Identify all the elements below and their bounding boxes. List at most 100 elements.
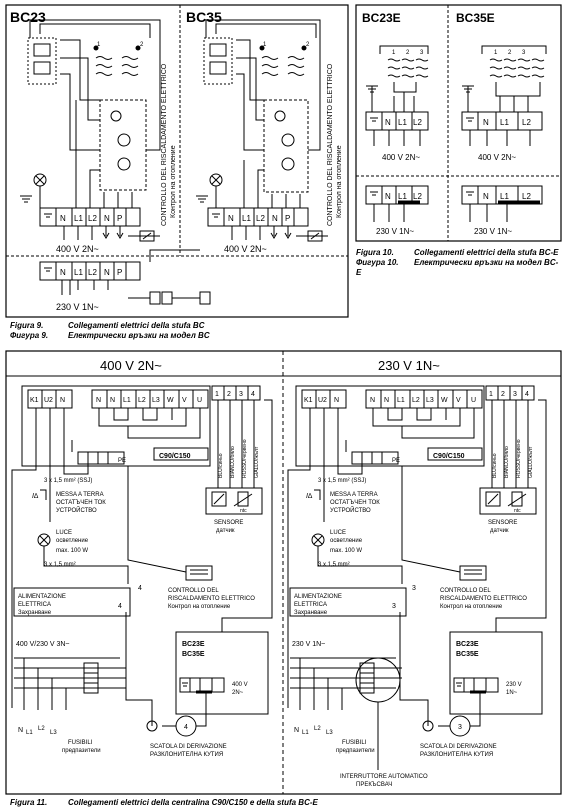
coil-e-4: 1 bbox=[494, 50, 498, 56]
vertical-label-it-a: CONTROLLO DEL RISCALDAMENTO ELETTRICO bbox=[161, 63, 168, 226]
l-phase-l2: L2 bbox=[38, 726, 45, 732]
r-t8: U bbox=[471, 397, 476, 404]
r-breaker-bg: ПРЕКЪСВАЧ bbox=[356, 782, 392, 788]
l-light-bg: осветление bbox=[56, 538, 89, 544]
r-phase-l1: L1 bbox=[302, 730, 309, 736]
bc23-title: BC23 bbox=[10, 9, 46, 25]
l-n: N bbox=[60, 397, 65, 404]
bc23e-title: BC23E bbox=[362, 11, 401, 25]
terminal-p-a: P bbox=[117, 214, 122, 223]
coil-label-1: 1 bbox=[97, 42, 101, 48]
coil-3 bbox=[261, 56, 279, 76]
r-power-it2: ELETTRICA bbox=[294, 602, 327, 608]
l-fuse-bg: предпазители bbox=[62, 748, 101, 754]
terminal-n2-a: N bbox=[104, 214, 110, 223]
r-light-max: max. 100 W bbox=[330, 548, 362, 554]
e-term-l1-b: L1 bbox=[500, 118, 509, 127]
l-ntc: ntc bbox=[240, 508, 247, 514]
fig11-text-it: Collegamenti elettrici della centralina … bbox=[68, 798, 318, 807]
coil-label-2b: 2 bbox=[306, 42, 310, 48]
r-t2: N bbox=[384, 397, 389, 404]
figure-10-caption: Figura 10.Collegamenti elettrici della s… bbox=[356, 248, 561, 278]
r-s4: 4 bbox=[525, 391, 529, 398]
coil-1 bbox=[95, 56, 113, 76]
l-light-it: LUCE bbox=[56, 530, 72, 536]
e-supply-1ph-a: 230 V 1N~ bbox=[376, 227, 414, 236]
r-control-it2: RISCALDAMENTO ELETTRICO bbox=[440, 596, 527, 602]
fig9-text-it: Collegamenti elettrici della stufa BC bbox=[68, 321, 205, 330]
e-term-1ph-n-a: N bbox=[385, 192, 391, 201]
r-junction-count: 3 bbox=[458, 724, 462, 731]
r-power-bg: Захранване bbox=[294, 610, 328, 616]
r-control-it1: CONTROLLO DEL bbox=[440, 588, 491, 594]
l-junction-it: SCATOLA DI DERIVAZIONE bbox=[150, 744, 227, 750]
r-cable-plain: 3 x 1,5 mm² bbox=[318, 562, 350, 568]
vertical-label-bg-b: Контрол на отопление bbox=[336, 145, 343, 218]
l-s2: 2 bbox=[227, 391, 231, 398]
r-mains: 230 V 1N~ bbox=[292, 641, 325, 648]
l-cable-plain: 3 x 1,5 mm² bbox=[44, 562, 76, 568]
e-term-1ph-l1-a: L1 bbox=[398, 192, 407, 201]
figure-9-diagram bbox=[5, 4, 349, 318]
terminal-1ph-p: P bbox=[117, 268, 122, 277]
terminal-n2-b: N bbox=[272, 214, 278, 223]
terminal-p-b: P bbox=[285, 214, 290, 223]
l-stove-supply: 400 V bbox=[232, 682, 248, 688]
terminal-1ph-n2: N bbox=[104, 268, 110, 277]
r-unit-label: C90/C150 bbox=[433, 453, 465, 460]
l-mains: 400 V/230 V 3N~ bbox=[16, 641, 70, 648]
l-phase-n: N bbox=[18, 727, 23, 734]
coil-label-1b: 1 bbox=[263, 42, 267, 48]
header-400v: 400 V 2N~ bbox=[100, 358, 162, 373]
r-u2: U2 bbox=[318, 397, 327, 404]
coil-e-2: 2 bbox=[406, 50, 410, 56]
r-t4: L2 bbox=[412, 397, 420, 404]
r-ntc: ntc bbox=[514, 508, 521, 514]
coil-label-2: 2 bbox=[140, 42, 144, 48]
terminal-1ph-n: N bbox=[60, 268, 66, 277]
e-term-n-a: N bbox=[385, 118, 391, 127]
header-230v: 230 V 1N~ bbox=[378, 358, 440, 373]
r-wire-blu: BLU/синьо bbox=[492, 453, 498, 478]
r-wire-count-b: 3 bbox=[392, 603, 396, 610]
figure-9-caption: Figura 9. Collegamenti elettrici della st… bbox=[10, 321, 350, 341]
l-stove-title2: BC35E bbox=[182, 651, 205, 658]
figure-11-diagram bbox=[5, 350, 562, 795]
e-term-l1-a: L1 bbox=[398, 118, 407, 127]
fig9-bg-num: Фигура 9. bbox=[10, 331, 49, 340]
l-stove-title: BC23E bbox=[182, 641, 205, 648]
terminal-l2-a: L2 bbox=[88, 214, 97, 223]
l-sensor-it: SENSORE bbox=[214, 520, 243, 526]
l-power-it1: ALIMENTAZIONE bbox=[18, 594, 66, 600]
fig9-text-bg: Електрически връзки на модел BC bbox=[68, 331, 210, 340]
e-term-1ph-l2-a: L2 bbox=[413, 192, 422, 201]
l-s3: 3 bbox=[239, 391, 243, 398]
r-stove-supply2: 1N~ bbox=[506, 690, 518, 696]
r-junction-it: SCATOLA DI DERIVAZIONE bbox=[420, 744, 497, 750]
coil-2 bbox=[121, 56, 139, 76]
e-term-1ph-n-b: N bbox=[483, 192, 489, 201]
bc35e-panel bbox=[461, 45, 547, 222]
r-sensor-bg: датчик bbox=[490, 528, 509, 534]
l-junction-bg: РАЗКЛОНИТЕЛНА КУТИЯ bbox=[150, 752, 223, 758]
r-earth-leak-bg1: ОСТАТЪЧЕН ТОК bbox=[330, 500, 380, 506]
l-s1: 1 bbox=[215, 391, 219, 398]
l-wire-blu: BLU/синьо bbox=[218, 453, 224, 478]
l-power-it2: ELETTRICA bbox=[18, 602, 51, 608]
r-stove-supply: 230 V bbox=[506, 682, 522, 688]
r-stove-title: BC23E bbox=[456, 641, 479, 648]
l-wire-giallo: GIALLO/жълт bbox=[254, 446, 260, 478]
supply-3ph-a: 400 V 2N~ bbox=[56, 244, 99, 254]
vertical-label-it-b: CONTROLLO DEL RISCALDAMENTO ELETTRICO bbox=[327, 63, 334, 226]
r-t3: L1 bbox=[397, 397, 405, 404]
fig9-num: Figura 9. bbox=[10, 321, 44, 330]
coil-4 bbox=[287, 56, 305, 76]
r-pe-label: PE bbox=[392, 458, 400, 464]
r-phase-l2: L2 bbox=[314, 726, 321, 732]
fig10-num: Figura 10. bbox=[356, 248, 394, 257]
l-wire-rosso: ROSSO/червено bbox=[242, 439, 248, 478]
supply-1ph: 230 V 1N~ bbox=[56, 302, 99, 312]
l-k1: K1 bbox=[30, 397, 39, 404]
l-t8: U bbox=[197, 397, 202, 404]
e-supply-3ph-b: 400 V 2N~ bbox=[478, 153, 516, 162]
